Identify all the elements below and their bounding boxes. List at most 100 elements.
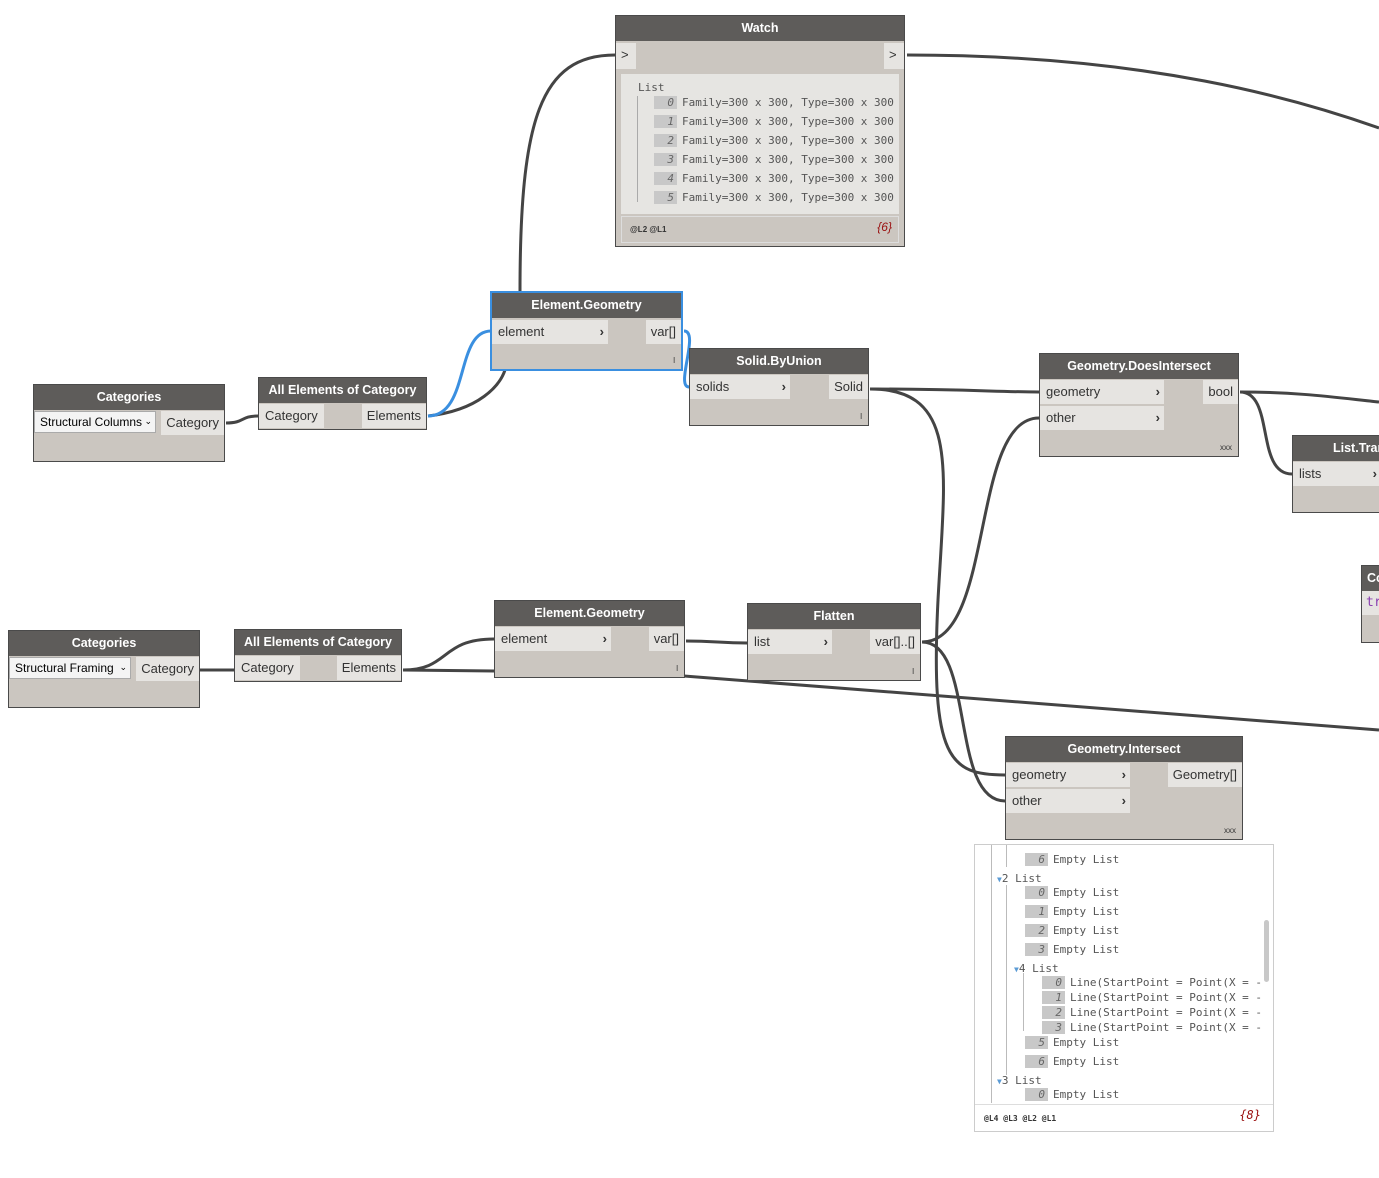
output-port-category[interactable]: Category [161, 411, 224, 435]
code-input[interactable]: tr [1362, 591, 1379, 615]
expand-triangle-icon[interactable]: ▼ [997, 1077, 1002, 1086]
sublist-header: ▼4 List [1014, 962, 1059, 975]
port-label: element [501, 631, 548, 646]
list-value: Family=300 x 300, Type=300 x 300 [682, 153, 894, 166]
sublist-header: ▼2 List [997, 872, 1042, 885]
geometry-doesintersect-node[interactable]: Geometry.DoesIntersect geometry› other› … [1039, 353, 1239, 457]
input-port-geometry[interactable]: geometry› [1006, 763, 1130, 787]
list-item: 6 Empty List [1025, 853, 1119, 866]
output-port-elements[interactable]: Elements [336, 656, 401, 680]
output-port-var[interactable]: var[]..[] [870, 630, 920, 654]
element-geometry-node[interactable]: Element.Geometry element› var[] l [494, 600, 685, 678]
node-title: Watch [616, 16, 904, 41]
list-index: 6 [1025, 853, 1048, 866]
output-port[interactable]: > [884, 43, 904, 69]
flatten-node[interactable]: Flatten list› var[]..[] l [747, 603, 921, 681]
output-port-elements[interactable]: Elements [361, 404, 426, 428]
lacing-indicator: l [912, 667, 914, 676]
node-title: Solid.ByUnion [690, 349, 868, 374]
list-index: 1 [1042, 991, 1065, 1004]
input-port-geometry[interactable]: geometry › [1040, 380, 1164, 404]
input-port-element[interactable]: element› [492, 320, 608, 344]
list-item: 1 Line(StartPoint = Point(X = - [1042, 991, 1262, 1004]
wire [225, 414, 259, 425]
input-port-category[interactable]: Category [259, 404, 324, 428]
output-port-bool[interactable]: bool [1203, 380, 1238, 404]
list-levels: @L4 @L3 @L2 @L1 [984, 1114, 1057, 1123]
element-geometry-node[interactable]: Element.Geometry element› var[] l [490, 291, 683, 371]
input-port-solids[interactable]: solids› [690, 375, 790, 399]
dropdown-value: Structural Columns [40, 415, 143, 429]
chevron-right-icon: › [1121, 767, 1126, 782]
lacing-indicator: l [673, 356, 675, 365]
chevron-down-icon: ⌄ [144, 417, 152, 427]
list-index: 4 [654, 172, 677, 185]
input-port-other[interactable]: other› [1040, 406, 1164, 430]
list-value: Line(StartPoint = Point(X = - [1070, 991, 1263, 1004]
list-value: Line(StartPoint = Point(X = - [1070, 1021, 1263, 1034]
output-port-solid[interactable]: Solid [829, 375, 868, 399]
list-value: Empty List [1053, 905, 1120, 918]
expand-triangle-icon[interactable]: ▼ [997, 875, 1002, 884]
port-label: geometry [1046, 384, 1101, 399]
input-port-other[interactable]: other› [1006, 789, 1130, 813]
node-title: Co [1362, 566, 1379, 591]
node-title: All Elements of Category [235, 630, 401, 655]
list-index: 0 [1042, 976, 1065, 989]
node-title: Element.Geometry [492, 293, 681, 318]
node-title: Flatten [748, 604, 920, 629]
output-port-var[interactable]: var[] [648, 627, 684, 651]
list-value: Family=300 x 300, Type=300 x 300 [682, 172, 894, 185]
list-value: Empty List [1053, 853, 1120, 866]
list-index: 3 [1025, 943, 1048, 956]
geometry-intersect-node[interactable]: Geometry.Intersect geometry› other› Geom… [1005, 736, 1243, 840]
categories-node[interactable]: Categories Structural Framing⌄ Category [8, 630, 200, 708]
category-dropdown[interactable]: Structural Columns⌄ [34, 411, 156, 433]
list-value: Line(StartPoint = Point(X = - [1070, 1006, 1263, 1019]
list-value: Family=300 x 300, Type=300 x 300 [682, 134, 894, 147]
list-root: List [638, 81, 665, 94]
scrollbar[interactable] [1264, 920, 1269, 982]
list-item: 4 Family=300 x 300, Type=300 x 300 [654, 172, 894, 185]
port-label: other [1046, 410, 1076, 425]
list-index: 0 [1025, 886, 1048, 899]
code-block-node[interactable]: Co tr [1361, 565, 1379, 643]
category-dropdown[interactable]: Structural Framing⌄ [9, 657, 131, 679]
input-port[interactable]: > [616, 43, 636, 69]
input-port-lists[interactable]: lists› [1293, 462, 1379, 486]
input-port-list[interactable]: list› [748, 630, 832, 654]
all-elements-of-category-node[interactable]: All Elements of Category Category Elemen… [258, 377, 427, 430]
output-port-var[interactable]: var[] [645, 320, 681, 344]
port-label: element [498, 324, 545, 339]
chevron-right-icon: › [1155, 384, 1160, 399]
categories-node[interactable]: Categories Structural Columns⌄ Category [33, 384, 225, 462]
node-title: All Elements of Category [259, 378, 426, 403]
item-count: {8} [1239, 1108, 1261, 1122]
list-value: Empty List [1053, 924, 1120, 937]
wire-selected [427, 329, 492, 418]
list-index: 5 [654, 191, 677, 204]
input-port-element[interactable]: element› [495, 627, 611, 651]
list-levels: @L2 @L1 [630, 225, 667, 234]
input-port-category[interactable]: Category [235, 656, 300, 680]
solid-byunion-node[interactable]: Solid.ByUnion solids› Solid l [689, 348, 869, 426]
list-value: Empty List [1053, 943, 1120, 956]
list-index: 3 [1042, 1021, 1065, 1034]
output-port-geometry[interactable]: Geometry[] [1167, 763, 1242, 787]
list-value: Empty List [1053, 1088, 1120, 1101]
expand-triangle-icon[interactable]: ▼ [1014, 965, 1019, 974]
list-transpose-node[interactable]: List.Tran lists› [1292, 435, 1379, 513]
port-label: list [754, 634, 770, 649]
list-index: 6 [1025, 1055, 1048, 1068]
all-elements-of-category-node[interactable]: All Elements of Category Category Elemen… [234, 629, 402, 682]
output-port-category[interactable]: Category [136, 657, 199, 681]
wire [402, 637, 495, 672]
